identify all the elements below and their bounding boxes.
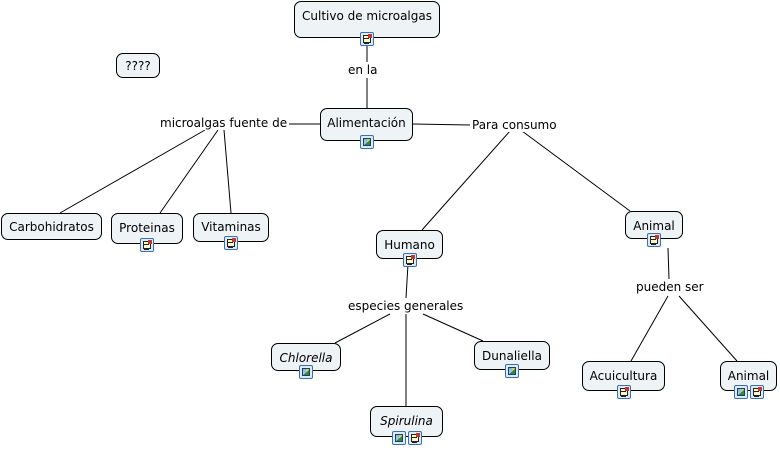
concept-animal[interactable]: Animal <box>625 211 683 247</box>
document-icon[interactable] <box>647 233 661 247</box>
concept-chlorella[interactable]: Chlorella <box>271 343 341 379</box>
image-icon[interactable] <box>391 431 406 445</box>
edge-humano-especies <box>405 263 409 299</box>
linking-phrase-pueden-ser[interactable]: pueden ser <box>634 280 706 294</box>
edge-fuente-carbohidratos <box>59 129 206 214</box>
concept-label: Proteinas <box>119 221 175 235</box>
concept-label: Vitaminas <box>201 220 261 234</box>
concept-humano[interactable]: Humano <box>376 230 443 267</box>
edge-especies-chlorella <box>334 313 391 344</box>
document-icon[interactable] <box>402 253 417 267</box>
document-icon[interactable] <box>140 238 154 252</box>
concept-label: ???? <box>125 59 151 73</box>
concept-spirulina[interactable]: Spirulina <box>370 406 443 445</box>
linking-phrase-en-la[interactable]: en la <box>346 63 380 77</box>
concept-carbohidratos[interactable]: Carbohidratos <box>1 213 102 240</box>
edge-consumo-animal <box>521 130 631 212</box>
linking-phrase-fuente-de[interactable]: microalgas fuente de <box>158 116 290 130</box>
edge-especies-dunaliella <box>422 313 484 342</box>
concept-alimentacion[interactable]: Alimentación <box>320 108 413 149</box>
edge-pueden-acuicultura <box>630 295 669 362</box>
concept-label: Chlorella <box>279 351 333 365</box>
linking-phrase-para-consumo[interactable]: Para consumo <box>470 118 559 132</box>
edge-animal-pueden <box>667 247 670 280</box>
image-icon[interactable] <box>505 364 519 378</box>
edge-consumo-humano <box>421 130 511 231</box>
edge-fuente-proteinas <box>159 129 219 214</box>
concept-label: Humano <box>384 238 435 252</box>
concept-label: Spirulina <box>380 414 433 428</box>
concept-animal-2[interactable]: Animal <box>720 361 777 399</box>
concept-label: Alimentación <box>327 116 406 130</box>
document-icon[interactable] <box>224 236 238 250</box>
document-icon[interactable] <box>360 32 374 46</box>
concept-label: Animal <box>727 369 770 383</box>
concept-dunaliella[interactable]: Dunaliella <box>474 341 550 378</box>
image-icon[interactable] <box>733 385 748 399</box>
concept-label: Acuicultura <box>589 369 658 383</box>
edge-alimentacion-consumo <box>412 123 471 126</box>
document-icon[interactable] <box>749 385 764 399</box>
concept-label: Animal <box>633 219 675 233</box>
concept-label: Dunaliella <box>482 349 542 363</box>
linking-phrase-especies-generales[interactable]: especies generales <box>346 299 466 313</box>
concept-proteinas[interactable]: Proteinas <box>111 213 183 252</box>
edge-pueden-animal2 <box>678 295 738 362</box>
edge-fuente-vitaminas <box>223 129 232 214</box>
concept-label: Cultivo de microalgas <box>302 9 432 23</box>
image-icon[interactable] <box>359 135 374 149</box>
image-icon[interactable] <box>299 365 313 379</box>
concept-vitaminas[interactable]: Vitaminas <box>193 213 269 250</box>
concept-unknown[interactable]: ???? <box>116 53 160 78</box>
concept-label: Carbohidratos <box>9 220 94 234</box>
document-icon[interactable] <box>616 385 631 399</box>
concept-acuicultura[interactable]: Acuicultura <box>582 361 665 399</box>
concept-cultivo-de-microalgas[interactable]: Cultivo de microalgas <box>294 1 440 46</box>
document-icon[interactable] <box>407 431 422 445</box>
